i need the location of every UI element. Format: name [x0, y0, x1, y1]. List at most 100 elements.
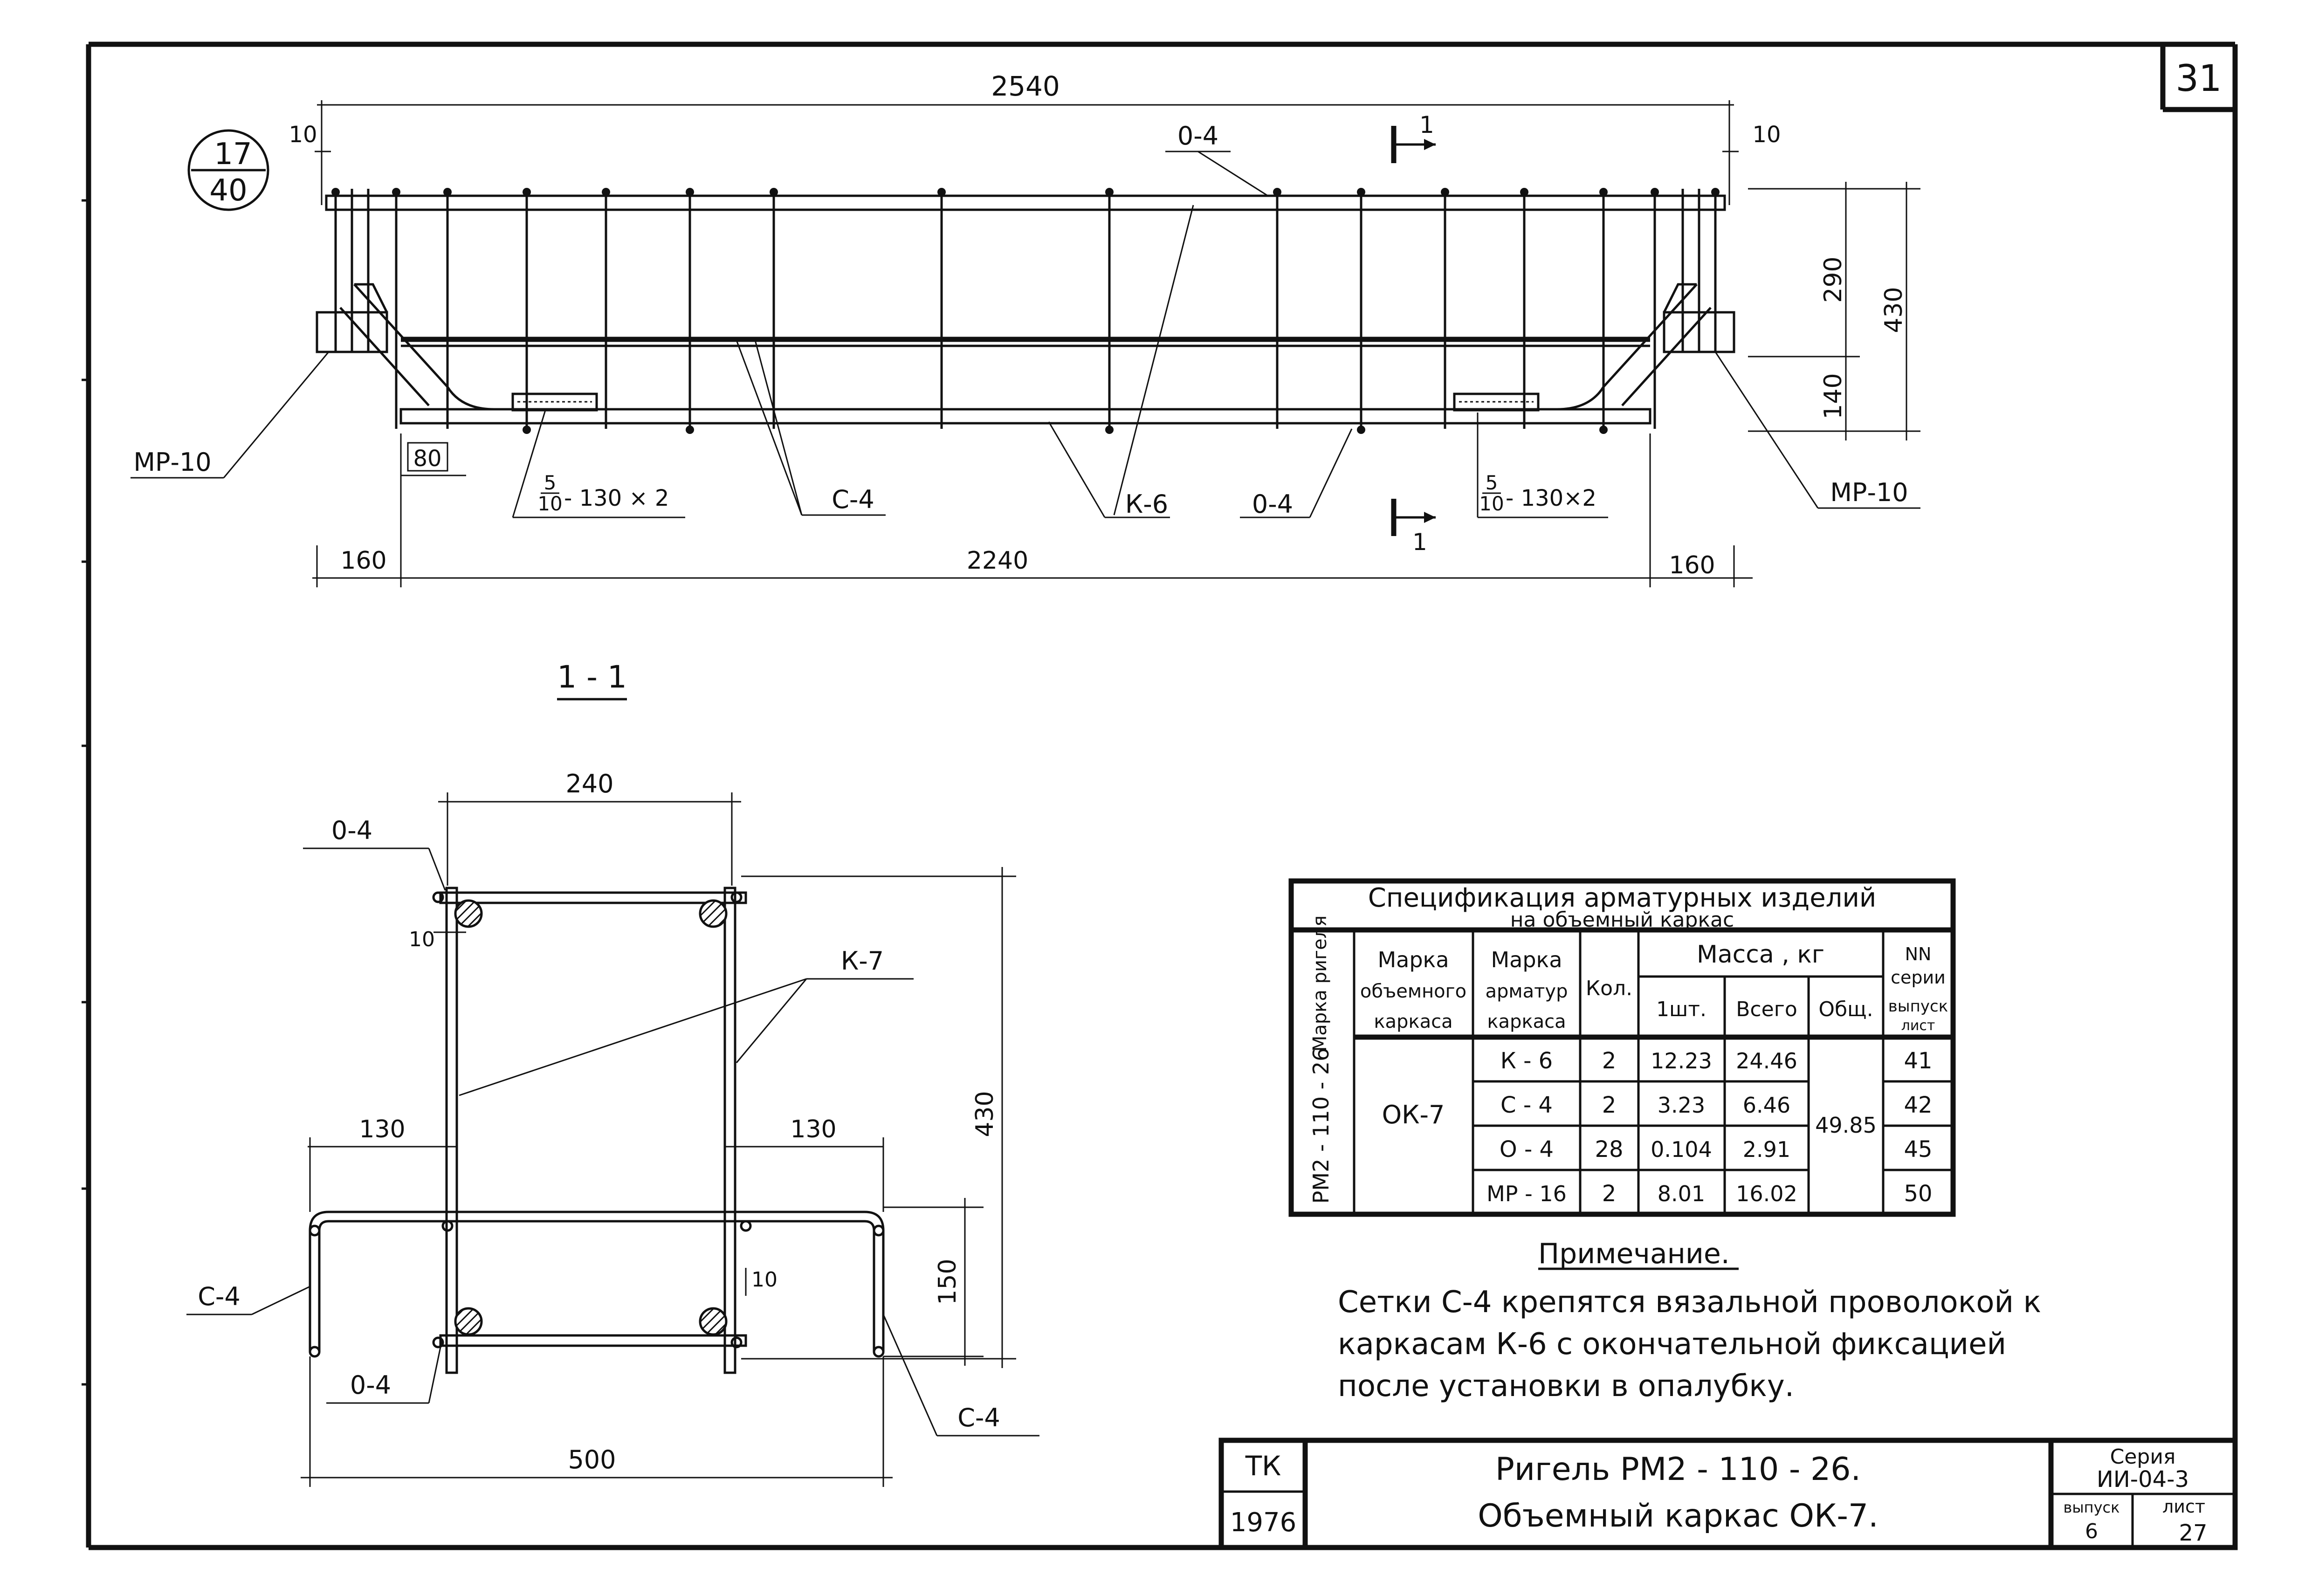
svg-text:5: 5: [544, 471, 557, 494]
hdr-marka-armatur-3: каркаса: [1487, 1011, 1566, 1032]
elevation-view: 17 40 2540 10 10: [131, 70, 1920, 587]
spec-table: Спецификация арматурных изделий на объем…: [1288, 878, 1956, 1217]
cut-mark-bottom: 1: [1412, 529, 1427, 556]
svg-text:16.02: 16.02: [1736, 1181, 1797, 1206]
dim-130-left: 130: [359, 1115, 405, 1143]
table-row: С - 4 2 3.23 6.46 42: [1500, 1092, 1932, 1118]
label-c4: С-4: [832, 485, 874, 514]
main-bar-bottom-left: [454, 1307, 483, 1336]
hdr-massa: Масса , кг: [1697, 941, 1824, 969]
svg-text:10: 10: [537, 492, 562, 515]
hdr-marka-karkasa-2: объемного: [1360, 981, 1466, 1002]
dim-160-left: 160: [340, 547, 386, 575]
circle-ref-bottom: 40: [209, 173, 247, 208]
stamp-list: 27: [2179, 1520, 2207, 1546]
hdr-marka-armatur-1: Марка: [1491, 947, 1562, 972]
stamp-seria-label: Серия: [2110, 1445, 2176, 1469]
note-block: Примечание. Сетки С-4 крепятся вязальной…: [1338, 1238, 2041, 1403]
label-k6: К-6: [1125, 489, 1168, 519]
title-stamp: ТК 1976 Ригель РМ2 - 110 - 26. Объемный …: [1218, 1438, 2238, 1550]
section-cut-bottom: 1: [1391, 499, 1436, 556]
reference-circle: 17 40: [187, 129, 269, 211]
dim-290: 290: [1819, 256, 1847, 303]
svg-text:2.91: 2.91: [1743, 1137, 1790, 1162]
dim-80: 80: [413, 446, 441, 472]
hdr-marka-rigelya: Марка ригеля: [1309, 915, 1331, 1052]
label-o4-bottom: 0-4: [1252, 489, 1293, 519]
dim-10-right: 10: [1752, 122, 1781, 148]
section-view: 1 - 1 240 130: [186, 659, 1039, 1487]
dim-150: 150: [934, 1259, 962, 1305]
label-o4-top: 0-4: [1177, 121, 1218, 151]
section-title: 1 - 1: [557, 659, 627, 695]
stamp-year: 1976: [1230, 1507, 1297, 1538]
stamp-title-1: Ригель РМ2 - 110 - 26.: [1495, 1451, 1861, 1488]
dim-2540: 2540: [991, 70, 1060, 102]
spec-title-1: Спецификация арматурных изделий: [1368, 883, 1877, 913]
svg-text:2: 2: [1602, 1181, 1617, 1207]
sheet-frame: [82, 41, 2238, 1550]
dim-240: 240: [565, 769, 613, 798]
dim-10-left: 10: [289, 122, 317, 148]
svg-text:К - 6: К - 6: [1500, 1048, 1553, 1074]
dim-2240: 2240: [967, 547, 1028, 575]
table-row: МР - 16 2 8.01 16.02 50: [1486, 1181, 1932, 1207]
mp-10-plate-left: [316, 311, 388, 353]
weld-note-left: 5 10 - 130 × 2: [512, 410, 685, 518]
mp-10-plate-right: [1663, 311, 1735, 353]
stamp-list-label: лист: [2162, 1496, 2205, 1517]
dim-130-right: 130: [790, 1115, 836, 1143]
note-line-1: Сетки С-4 крепятся вязальной проволокой …: [1338, 1285, 2041, 1320]
label-mp10-right: МР-10: [1830, 478, 1908, 507]
hdr-nn-1: NN: [1905, 944, 1932, 964]
main-bar-bottom-right: [699, 1307, 728, 1336]
svg-text:28: 28: [1595, 1136, 1623, 1163]
spec-title-2: на объемный каркас: [1510, 908, 1734, 932]
dim-10-section-a: 10: [409, 928, 435, 951]
svg-text:12.23: 12.23: [1651, 1048, 1712, 1073]
hdr-nn-4: лист: [1901, 1018, 1935, 1034]
bottom-longitudinal-bar: [399, 408, 1651, 425]
hdr-nn-2: серии: [1891, 967, 1946, 988]
svg-text:2: 2: [1602, 1092, 1617, 1118]
weld-label-left: - 130 × 2: [564, 485, 669, 511]
dim-160-right: 160: [1669, 551, 1715, 579]
hdr-obsh: Общ.: [1818, 998, 1873, 1021]
svg-text:О - 4: О - 4: [1500, 1136, 1554, 1163]
dim-500: 500: [568, 1445, 616, 1474]
svg-text:8.01: 8.01: [1658, 1181, 1705, 1206]
svg-text:41: 41: [1904, 1048, 1932, 1074]
k7-left-chord: [445, 887, 458, 1374]
hdr-marka-karkasa-1: Марка: [1377, 947, 1449, 972]
stamp-vypusk: 6: [2085, 1520, 2098, 1543]
section-label-o4-top: 0-4: [331, 816, 372, 845]
stamp-vypusk-label: выпуск: [2064, 1499, 2120, 1516]
svg-text:0.104: 0.104: [1651, 1137, 1712, 1162]
stamp-title-2: Объемный каркас ОК-7.: [1478, 1498, 1878, 1534]
table-row: К - 6 2 12.23 24.46 41: [1500, 1048, 1933, 1074]
section-label-c4-right: С-4: [957, 1403, 1000, 1432]
dim-10-section-b: 10: [751, 1268, 778, 1292]
note-line-2: каркасам К-6 с окончательной фиксацией: [1338, 1327, 2006, 1362]
cell-karkas: ОК-7: [1382, 1100, 1445, 1129]
stamp-seria: ИИ-04-3: [2097, 1466, 2189, 1493]
k7-right-chord: [723, 887, 736, 1374]
stirrups: [331, 188, 1720, 434]
svg-text:6.46: 6.46: [1743, 1093, 1790, 1118]
hdr-marka-karkasa-3: каркаса: [1374, 1011, 1452, 1032]
label-mp10-left: МР-10: [133, 447, 211, 477]
svg-text:МР - 16: МР - 16: [1486, 1181, 1567, 1206]
sheet-number-box: 31: [2160, 44, 2235, 112]
note-title: Примечание.: [1538, 1238, 1730, 1270]
dim-430-section: 430: [971, 1091, 999, 1137]
svg-text:42: 42: [1904, 1092, 1932, 1118]
svg-text:5: 5: [1486, 471, 1498, 494]
hdr-kol: Кол.: [1586, 977, 1632, 1000]
circle-ref-top: 17: [214, 137, 252, 172]
dim-140: 140: [1819, 373, 1847, 419]
cell-total: 49.85: [1815, 1113, 1877, 1138]
hdr-nn-3: выпуск: [1888, 997, 1948, 1016]
dim-430-elev: 430: [1880, 287, 1908, 333]
c4-mesh: [309, 1211, 885, 1352]
weld-label-right: - 130×2: [1506, 485, 1596, 511]
